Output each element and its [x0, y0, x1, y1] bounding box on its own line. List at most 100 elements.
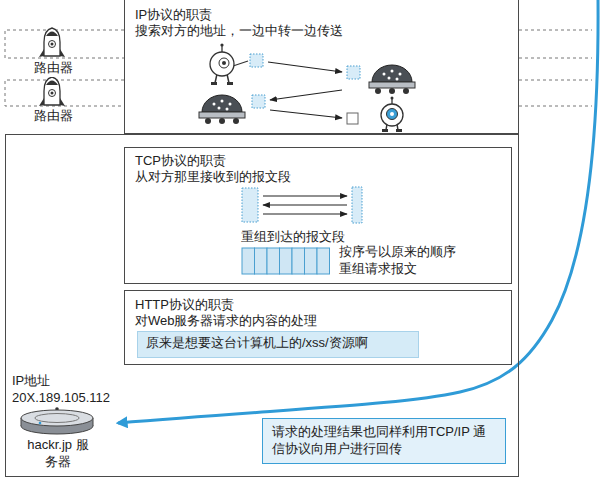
- walker-robot: [210, 43, 248, 85]
- box-body: 搜索对方的地址，一边中转一边传送: [135, 23, 343, 40]
- segment: [242, 188, 258, 222]
- segment-row: [242, 248, 330, 274]
- dome-robot: [221, 100, 224, 103]
- step-note: 按序号以原来的顺序 重组请求报文: [339, 244, 463, 278]
- walker-robot: [387, 109, 398, 120]
- server-icon: [35, 414, 79, 423]
- transfer-arrow: [270, 90, 342, 100]
- dome-robot: [369, 65, 415, 94]
- dome-robot: [229, 103, 232, 106]
- server-box: IP地址 20X.189.105.112 hackr.jp 服务器 TCP协议的职责…: [5, 134, 519, 477]
- router-icon: [49, 41, 56, 48]
- server-name: hackr.jp 服务器: [26, 437, 90, 471]
- dome-robot: [205, 118, 211, 124]
- transfer-arrow: [270, 110, 342, 118]
- dome-robot: [403, 88, 409, 94]
- note-box: 请求的处理结果也同样利用TCP/IP 通信协议向用户进行回传: [262, 418, 506, 464]
- packet: [252, 95, 265, 108]
- router-icon: [46, 81, 58, 86]
- box-heading: TCP协议的职责: [135, 153, 226, 170]
- packet: [347, 113, 358, 124]
- transfer-arrow: [268, 62, 342, 72]
- router-band: [5, 30, 124, 58]
- router-band: [519, 58, 592, 59]
- dome-robot: [202, 95, 242, 112]
- dome-robot: [218, 107, 221, 110]
- segment-row: [292, 248, 305, 274]
- packet: [347, 66, 360, 79]
- router-icon: [46, 32, 58, 37]
- router-icon: [39, 28, 65, 57]
- segment-arrow: [263, 196, 347, 214]
- packet: [250, 54, 360, 108]
- segment-row: [255, 248, 268, 274]
- segment-row: [280, 248, 293, 274]
- walker-robot: [381, 104, 403, 126]
- dome-robot: [199, 112, 245, 118]
- segment-row: [317, 248, 330, 274]
- segment-row: [267, 248, 280, 274]
- router-icon: [60, 98, 65, 106]
- segment-row: [242, 248, 255, 274]
- dome-robot: [233, 118, 239, 124]
- protocol-box: TCP协议的职责从对方那里接收到的报文段重组到达的报文段按序号以原来的顺序 重组…: [124, 147, 512, 284]
- box-heading: IP协议的职责: [135, 7, 212, 24]
- router-icon: [44, 77, 60, 105]
- dome-robot: [399, 73, 402, 76]
- walker-robot: [222, 61, 226, 65]
- segment-arrow: [263, 213, 347, 214]
- router-band: [5, 30, 592, 106]
- walker-robot: [233, 61, 248, 66]
- ip-address: IP地址 20X.189.105.112: [12, 373, 124, 407]
- router-icon: [44, 28, 60, 56]
- walker-robot: [396, 129, 402, 132]
- dome-robot: [391, 70, 394, 73]
- walker-robot: [391, 97, 394, 100]
- dome-robot: [388, 77, 391, 80]
- segment: [352, 187, 362, 223]
- speech-text: 原来是想要这台计算机上的/xss/资源啊: [146, 335, 368, 352]
- router-band: [5, 80, 124, 106]
- box-heading: HTTP协议的职责: [135, 297, 234, 314]
- box-body: 对Web服务器请求的内容的处理: [135, 313, 318, 330]
- router-band: [519, 30, 592, 31]
- router-icon: [60, 49, 65, 57]
- packet: [250, 54, 263, 67]
- dome-robot: [369, 82, 415, 88]
- dome-robot: [389, 88, 395, 94]
- server-icon: [21, 407, 93, 434]
- box-body: 从对方那里接收到的报文段: [135, 169, 291, 186]
- router-icon: [51, 43, 54, 46]
- return-arrow: [118, 0, 598, 423]
- protocol-box: IP协议的职责搜索对方的地址，一边中转一边传送: [124, 0, 519, 134]
- dome-robot: [372, 65, 412, 82]
- walker-robot: [220, 43, 223, 46]
- step-note: 重组到达的报文段: [241, 229, 345, 246]
- transfer-arrow: [268, 62, 342, 118]
- walker-robot: [227, 82, 233, 85]
- router-band: [519, 80, 592, 81]
- dome-robot: [383, 73, 386, 76]
- walker-robot: [391, 99, 392, 104]
- router-label: 路由器: [33, 108, 74, 125]
- dome-robot: [199, 95, 245, 124]
- router-icon: [39, 98, 44, 106]
- router-icon: [51, 92, 54, 95]
- walker-robot: [211, 82, 217, 85]
- router-band: [519, 106, 592, 107]
- server-icon: [21, 410, 93, 426]
- speech-box: 原来是想要这台计算机上的/xss/资源啊: [137, 331, 419, 358]
- walker-robot: [219, 58, 229, 68]
- dome-robot: [396, 78, 399, 81]
- dome-robot: [375, 88, 381, 94]
- router-icon: [39, 77, 65, 106]
- segment-arrow: [263, 195, 347, 196]
- walker-robot: [382, 129, 388, 132]
- walker-robot: [221, 46, 222, 52]
- router-icon: [39, 49, 44, 57]
- server-icon: [39, 422, 42, 425]
- router-icon: [49, 90, 56, 97]
- segment-row: [305, 248, 318, 274]
- dome-robot: [213, 103, 216, 106]
